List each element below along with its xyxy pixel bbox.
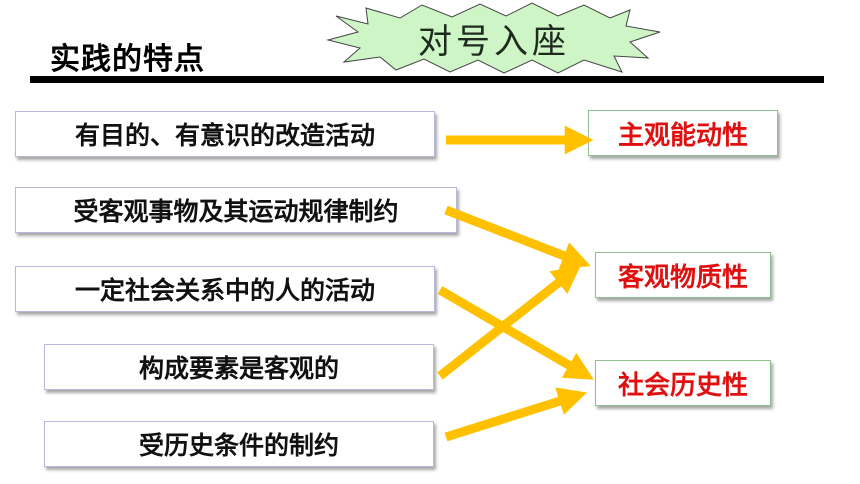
arrow-item5-to-historicity bbox=[444, 387, 587, 442]
left-item-5: 受历史条件的制约 bbox=[44, 421, 434, 467]
arrow-item2-to-materiality bbox=[444, 205, 591, 270]
arrow-item3-to-historicity bbox=[437, 286, 594, 380]
starburst-banner bbox=[326, 2, 661, 74]
result-subjective-initiative: 主观能动性 bbox=[588, 110, 778, 156]
page-title: 实践的特点 bbox=[50, 42, 205, 77]
left-item-2: 受客观事物及其运动规律制约 bbox=[15, 187, 457, 233]
banner-title: 对号入座 bbox=[418, 21, 570, 62]
left-item-3: 一定社会关系中的人的活动 bbox=[15, 266, 435, 312]
result-social-historicity: 社会历史性 bbox=[595, 360, 771, 406]
title-underline bbox=[30, 76, 824, 83]
left-item-4: 构成要素是客观的 bbox=[44, 344, 434, 390]
left-item-1: 有目的、有意识的改造活动 bbox=[15, 111, 435, 157]
result-objective-materiality: 客观物质性 bbox=[595, 252, 771, 298]
arrow-item4-to-materiality bbox=[437, 264, 582, 380]
